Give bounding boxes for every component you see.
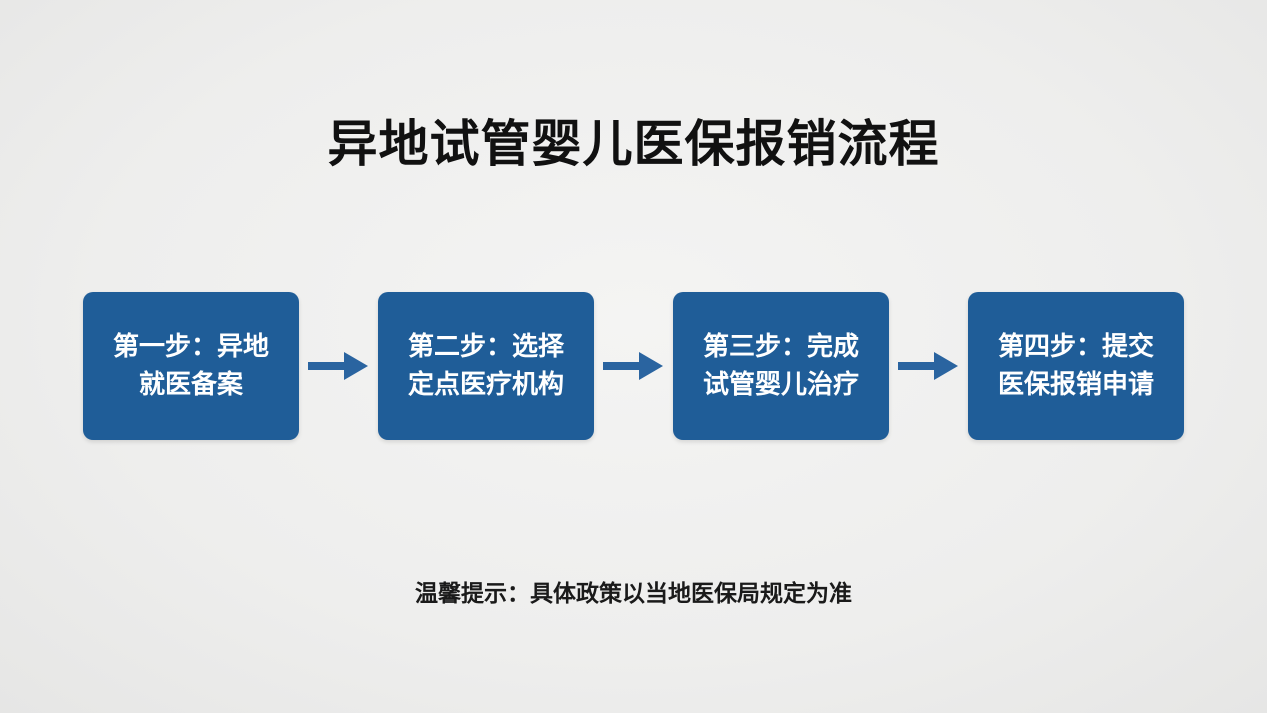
step-2-box: 第二步：选择 定点医疗机构 xyxy=(378,292,594,440)
step-1-box: 第一步：异地 就医备案 xyxy=(83,292,299,440)
step-2-label: 第二步：选择 定点医疗机构 xyxy=(407,332,564,400)
flow-diagram: 第一步：异地 就医备案 第二步：选择 定点医疗机构 第三步：完成 试管婴儿治疗 … xyxy=(0,292,1267,440)
step-3-label: 第三步：完成 试管婴儿治疗 xyxy=(702,332,859,400)
page-title: 异地试管婴儿医保报销流程 xyxy=(327,115,940,173)
warm-tip: 温馨提示：具体政策以当地医保局规定为准 xyxy=(415,581,852,607)
arrow-right-icon xyxy=(898,352,958,380)
arrow-right-icon xyxy=(603,352,663,380)
step-4-box: 第四步：提交 医保报销申请 xyxy=(968,292,1184,440)
step-1-label: 第一步：异地 就医备案 xyxy=(112,332,269,400)
step-3-box: 第三步：完成 试管婴儿治疗 xyxy=(673,292,889,440)
arrow-right-icon xyxy=(308,352,368,380)
step-4-label: 第四步：提交 医保报销申请 xyxy=(997,332,1154,400)
